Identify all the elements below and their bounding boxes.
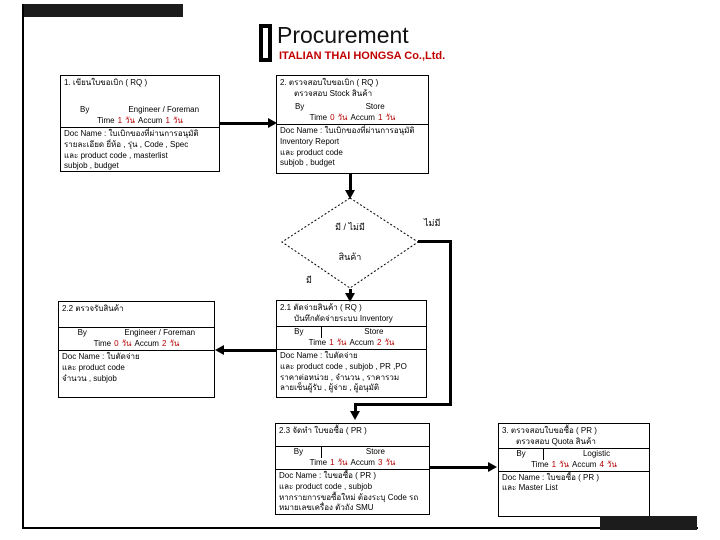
box-title: 2.2 ตรวจรับสินค้า: [62, 304, 124, 313]
arrow-head-down: [345, 190, 355, 199]
by-row: By Engineer / Foreman: [59, 327, 214, 339]
doc-detail: Doc Name : ใบขอซื้อ ( PR ) และ product c…: [279, 471, 419, 513]
by-row: By Store: [277, 326, 426, 338]
process-box-3: 3. ตรวจสอบใบขอซื้อ ( PR )ตรวจสอบ Quota ส…: [498, 423, 650, 517]
connector-box1-box2: [220, 122, 269, 125]
doc-detail: Doc Name : ใบตัดจ่าย และ product code , …: [280, 351, 407, 393]
connector-no-branch-v: [449, 240, 452, 406]
process-box-2: 2. ตรวจสอบใบขอเบิก ( RQ )ตรวจสอบ Stock ส…: [276, 75, 429, 174]
by-row: By Store: [277, 101, 428, 113]
role-value: Store: [364, 327, 384, 337]
page-title: Procurement: [277, 22, 409, 48]
doc-detail: Doc Name : ใบเบิกของที่ผ่านการอนุมัติ In…: [280, 126, 415, 168]
decision-diamond: [281, 197, 419, 289]
by-row: By Store: [276, 446, 429, 458]
arrow-head-down: [345, 293, 355, 302]
box-title: 2. ตรวจสอบใบขอเบิก ( RQ )ตรวจสอบ Stock ส…: [280, 78, 379, 98]
bottom-right-accent-bar: [600, 516, 697, 530]
top-accent-bar: [23, 4, 183, 17]
process-box-1: 1. เขียนใบขอเบิก ( RQ ) By Engineer / Fo…: [60, 75, 220, 172]
role-value: Logistic: [582, 448, 611, 458]
doc-detail: Doc Name : ใบเบิกของที่ผ่านการอนุมัติ รา…: [64, 129, 199, 171]
doc-detail: Doc Name : ใบตัดจ่าย และ product code จำ…: [62, 352, 140, 383]
connector-box23-box3: [430, 466, 489, 469]
role-value: Engineer / Foreman: [128, 104, 200, 114]
arrow-head-down: [350, 411, 360, 420]
connector-no-branch-h1: [418, 240, 452, 243]
doc-detail: Doc Name : ใบขอซื้อ ( PR ) และ Master Li…: [502, 472, 600, 493]
arrow-head-right: [488, 462, 497, 472]
slide-bottom-border: [22, 527, 698, 529]
process-box-2-2: 2.2 ตรวจรับสินค้า By Engineer / Foreman …: [58, 301, 215, 398]
by-row: By Logistic: [499, 447, 649, 460]
branch-label-no: ไม่มี: [424, 218, 441, 228]
role-value: Store: [365, 101, 385, 111]
by-row: By Engineer / Foreman: [61, 104, 219, 116]
connector-no-branch-drop: [354, 403, 357, 412]
process-box-2-1: 2.1 ตัดจ่ายสินค้า ( RQ )บันทึกตัดจ่ายระบ…: [276, 300, 427, 398]
box-title: 1. เขียนใบขอเบิก ( RQ ): [64, 78, 148, 87]
connector-box21-box22: [224, 349, 276, 352]
arrow-head-right: [268, 118, 277, 128]
arrow-head-left: [215, 345, 224, 355]
branch-label-yes: มี: [306, 275, 312, 285]
connector-no-branch-h2: [355, 403, 452, 406]
connector-decision-box21: [349, 289, 352, 295]
decision-text-line2: สินค้า: [338, 252, 362, 262]
missing-glyph-icon: [259, 24, 272, 62]
role-value: Engineer / Foreman: [124, 328, 196, 338]
role-value: Store: [365, 447, 385, 457]
slide-left-border: [22, 4, 24, 529]
company-subtitle: ITALIAN THAI HONGSA Co.,Ltd.: [279, 50, 446, 62]
box-title: 2.3 จัดทำ ใบขอซื้อ ( PR ): [279, 426, 367, 435]
connector-box2-decision: [349, 174, 352, 191]
box-title: 2.1 ตัดจ่ายสินค้า ( RQ )บันทึกตัดจ่ายระบ…: [280, 303, 393, 323]
decision-text-line1: มี / ไม่มี: [335, 222, 365, 232]
box-title: 3. ตรวจสอบใบขอซื้อ ( PR )ตรวจสอบ Quota ส…: [502, 426, 597, 446]
